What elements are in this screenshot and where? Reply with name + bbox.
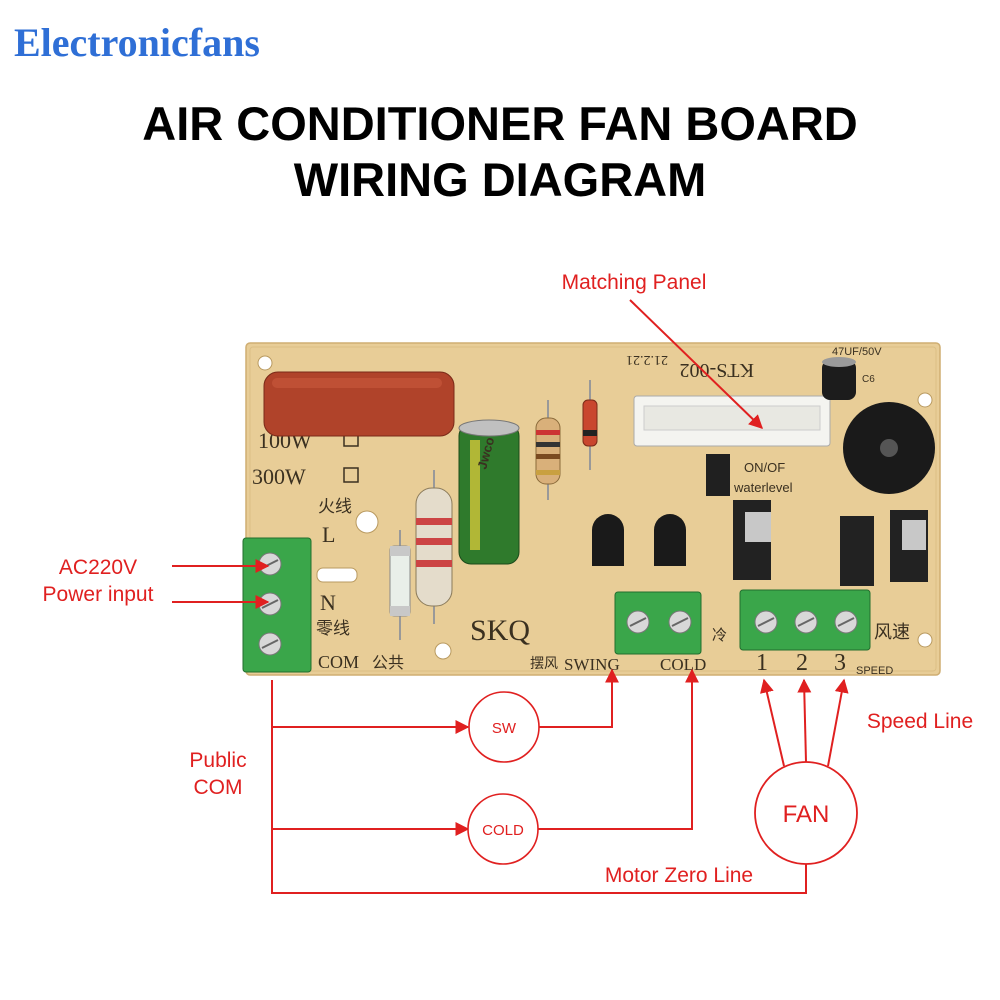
triac-1 [733,500,771,580]
silk-common: 公共 [372,654,404,672]
silk-speed-3: 3 [834,650,846,676]
swing-cold-terminal-block [614,591,702,655]
transistor-2 [654,514,686,566]
silk-on-of: ON/OF [744,460,785,475]
title-line-2: WIRING DIAGRAM [294,153,707,206]
silk-cold: COLD [660,655,706,674]
silk-neutral: 零线 [316,619,350,638]
silk-speed-1: 1 [756,650,768,676]
title-line-1: AIR CONDITIONER FAN BOARD [142,97,857,150]
capacitor-rating-mark: 47UF/50V [832,346,882,358]
label-com: COM [194,776,243,799]
silk-speed-2: 2 [796,650,808,676]
transistor-1 [592,514,624,566]
fan-circle-label: FAN [783,801,830,828]
board-date-mark: 21.2.21 [626,352,668,367]
cold-circle-label: COLD [482,822,524,839]
resistor [535,400,561,500]
small-capacitor [822,357,856,400]
triac-2 [840,516,874,586]
c6-mark: C6 [862,374,875,385]
electrolytic-capacitor: Jwco [458,419,520,565]
silk-swing-cn: 摆风 [530,655,558,671]
label-public: Public [189,749,246,772]
label-matching-panel: Matching Panel [562,271,707,294]
silk-N: N [320,590,336,615]
power-resistor [415,470,453,624]
silk-water-level: waterlevel [733,480,793,495]
silk-L: L [322,522,335,547]
buzzer [843,402,935,494]
silk-speed: SPEED [856,665,893,677]
sw-to-swing-wire [539,668,619,728]
fan-speed-2-wire [797,678,812,763]
diode [582,380,598,470]
silk-wind-speed: 风速 [874,622,910,642]
label-motor-zero-line: Motor Zero Line [605,864,753,887]
label-ac220v: AC220V [59,556,137,579]
label-power-input: Power input [43,583,154,606]
cold-to-cold-wire [538,668,699,830]
jumper [706,454,730,496]
silk-cold-cn: 冷 [712,627,727,644]
board-model-mark: KTS-002 [680,359,754,381]
silk-300w: 300W [252,464,306,489]
silk-com: COM [318,652,359,672]
sw-circle-label: SW [492,720,517,737]
matching-panel-arrow [629,299,764,429]
pcb-board: 21.2.21 KTS-002 47UF/50V C6 100W 300W 火线… [242,342,941,677]
triac-3 [890,510,928,582]
fuse [389,530,411,640]
power-terminal-block [242,537,312,673]
silk-live: 火线 [318,497,352,516]
motor-zero-wire [271,680,807,894]
speed-terminal-block [739,589,871,651]
silk-skq: SKQ [470,614,530,647]
panel-connector [633,395,831,447]
label-speed-line: Speed Line [867,710,973,733]
fan-speed-1-wire [760,678,785,767]
fan-speed-3-wire [827,678,849,767]
brand-logo: Electronicfans [14,20,260,65]
